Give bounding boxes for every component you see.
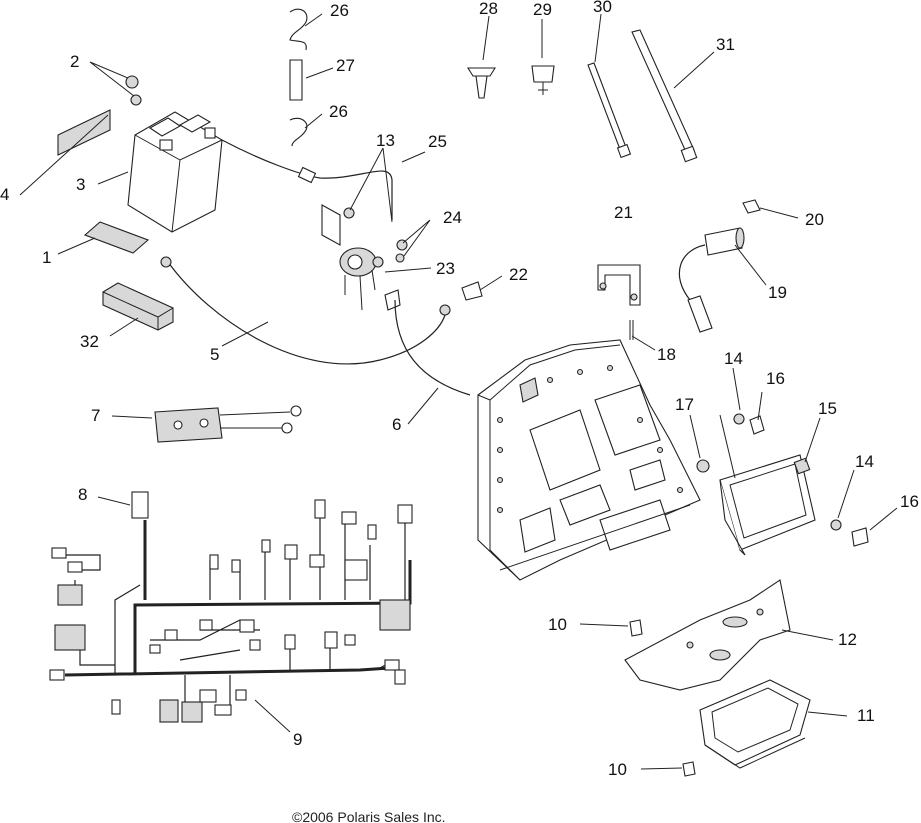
callout-10a: 10 <box>548 615 567 634</box>
washer-right <box>830 519 842 531</box>
callout-18: 18 <box>657 345 676 364</box>
cable-clamp-upper <box>289 8 308 51</box>
wire-clip <box>531 65 555 95</box>
solenoid-lead <box>394 299 471 396</box>
callout-5: 5 <box>210 345 219 364</box>
callout-24: 24 <box>443 208 462 227</box>
leader-lines <box>19 13 898 770</box>
callout-14b: 14 <box>855 452 874 471</box>
callout-22: 22 <box>509 265 528 284</box>
callout-23: 23 <box>436 259 455 278</box>
mounting-plate <box>477 339 701 581</box>
callout-26b: 26 <box>329 102 348 121</box>
solenoid-bolt <box>343 207 355 219</box>
negative-cable <box>167 261 446 365</box>
callout-20: 20 <box>805 210 824 229</box>
callout-3: 3 <box>76 175 85 194</box>
callout-28: 28 <box>479 0 498 18</box>
spark-plug-cap <box>742 199 761 214</box>
callout-12: 12 <box>838 630 857 649</box>
wiring-harness <box>49 491 413 723</box>
cable-tie-short-head <box>616 143 632 159</box>
callout-9: 9 <box>293 730 302 749</box>
solenoid-terminal <box>384 289 401 311</box>
callout-15: 15 <box>818 399 837 418</box>
negative-cable-terminal <box>439 304 451 316</box>
bolt-right <box>851 527 869 547</box>
solenoid-nut-1 <box>396 239 408 251</box>
positive-cable-terminal <box>297 166 317 184</box>
battery-pad <box>57 109 111 156</box>
callout-1: 1 <box>42 248 51 267</box>
battery-bolts <box>125 75 142 106</box>
ecu-module <box>699 679 811 769</box>
cable-clamp-lower <box>289 117 308 147</box>
callout-19: 19 <box>768 283 787 302</box>
push-rivet <box>467 67 496 99</box>
callout-16a: 16 <box>766 369 785 388</box>
callout-13: 13 <box>376 131 395 150</box>
grommet <box>696 459 710 473</box>
fuse-holder <box>461 281 483 301</box>
coil-bracket <box>597 264 641 306</box>
washer-upper <box>733 413 745 425</box>
callout-14a: 14 <box>724 349 743 368</box>
battery-negative-terminal <box>160 256 172 268</box>
callout-8: 8 <box>78 485 87 504</box>
callout-29: 29 <box>533 0 552 19</box>
rivet-pin <box>629 320 634 340</box>
copyright-notice: ©2006 Polaris Sales Inc. <box>292 809 446 823</box>
cdi-module <box>719 454 816 556</box>
screw-upper <box>629 619 643 637</box>
callout-16b: 16 <box>900 492 919 511</box>
solenoid-nut-2 <box>395 253 405 263</box>
callout-27: 27 <box>336 56 355 75</box>
callout-7: 7 <box>91 406 100 425</box>
screw-lower <box>682 761 696 777</box>
battery <box>127 111 223 233</box>
callout-31: 31 <box>716 35 735 54</box>
cable-tie-short <box>587 62 628 153</box>
callout-25: 25 <box>428 132 447 151</box>
ignition-coil <box>678 227 745 333</box>
fuse-box-assembly <box>154 405 302 443</box>
callout-32: 32 <box>80 332 99 351</box>
cable-tie-long <box>631 29 695 153</box>
callout-17: 17 <box>675 395 694 414</box>
callout-11: 11 <box>857 706 875 725</box>
callout-2: 2 <box>70 52 79 71</box>
module-bracket <box>624 579 791 691</box>
cable-tie-long-head <box>680 145 698 163</box>
callout-30: 30 <box>593 0 612 16</box>
callout-4: 4 <box>0 185 9 204</box>
foam-block <box>102 282 174 331</box>
battery-strap <box>83 221 150 254</box>
callout-10b: 10 <box>608 760 627 779</box>
callout-21: 21 <box>614 203 633 222</box>
starter-solenoid <box>321 204 384 311</box>
callout-26a: 26 <box>330 1 349 20</box>
clamp-bracket <box>289 59 303 101</box>
callout-6: 6 <box>392 415 401 434</box>
bolt-upper <box>749 415 765 435</box>
callout-labels: 1 2 3 4 5 6 7 8 9 10 10 11 12 13 14 14 1… <box>0 0 919 779</box>
